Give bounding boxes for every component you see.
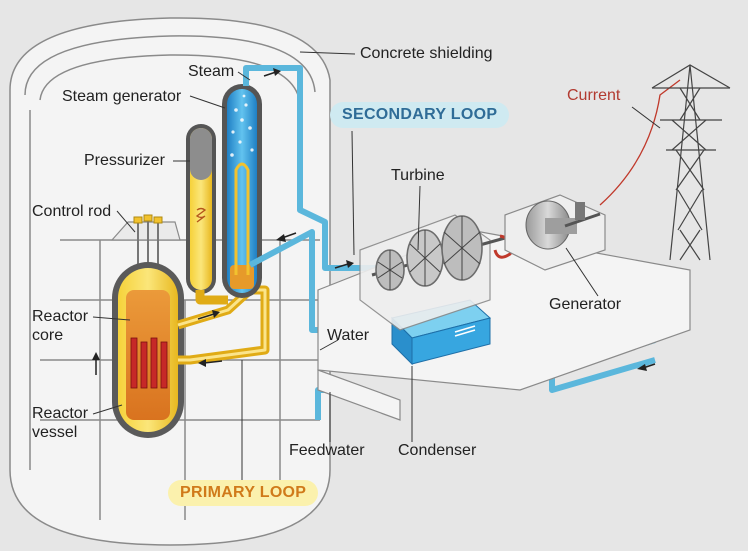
- label-control-rod: Control rod: [32, 203, 112, 220]
- label-current: Current: [567, 87, 621, 104]
- turbine: [359, 214, 506, 331]
- feed-flow-arrowhead: [276, 234, 286, 242]
- turbine-flow-arrow: [334, 263, 349, 269]
- fuel-rods: [130, 337, 168, 389]
- turbine-flow-arrowhead: [346, 260, 354, 268]
- label-condenser: Condenser: [398, 442, 477, 459]
- label-steam: Steam: [188, 63, 235, 80]
- label-generator: Generator: [549, 296, 622, 313]
- primary-loop-piping-highlight: [177, 288, 267, 362]
- pressurizer: [186, 124, 216, 294]
- label-pressurizer: Pressurizer: [84, 152, 165, 169]
- label-water: Water: [327, 327, 370, 344]
- reactor-vessel: [112, 262, 184, 438]
- current-line: [599, 79, 681, 206]
- primary-flow-arrow-1: [197, 313, 215, 320]
- steam-flow-arrowhead: [273, 68, 281, 76]
- label-reactor-core-2: core: [32, 327, 64, 344]
- transmission-pylon: [651, 64, 731, 261]
- label-secondary-loop: SECONDARY LOOP: [330, 102, 510, 128]
- primary-flow-arrowhead-2: [198, 359, 206, 367]
- label-reactor-vessel-2: vessel: [32, 424, 78, 441]
- steam-generator: [222, 84, 262, 298]
- leader-lines: [92, 51, 661, 480]
- label-reactor-vessel-1: Reactor: [32, 405, 89, 422]
- primary-flow-arrow-2: [203, 360, 223, 364]
- label-reactor-core-1: Reactor: [32, 308, 89, 325]
- label-feedwater: Feedwater: [289, 442, 365, 459]
- condenser: [391, 299, 492, 366]
- flow-up-arrowhead: [92, 352, 100, 360]
- cooling-in-arrowhead: [637, 364, 647, 371]
- primary-flow-arrowhead-1: [212, 310, 220, 318]
- label-concrete-shielding: Concrete shielding: [360, 45, 493, 62]
- label-turbine: Turbine: [391, 167, 445, 184]
- steam-flow-arrow: [263, 71, 277, 77]
- label-primary-loop: PRIMARY LOOP: [168, 480, 319, 506]
- label-steam-generator: Steam generator: [62, 88, 182, 105]
- generator: [504, 194, 606, 271]
